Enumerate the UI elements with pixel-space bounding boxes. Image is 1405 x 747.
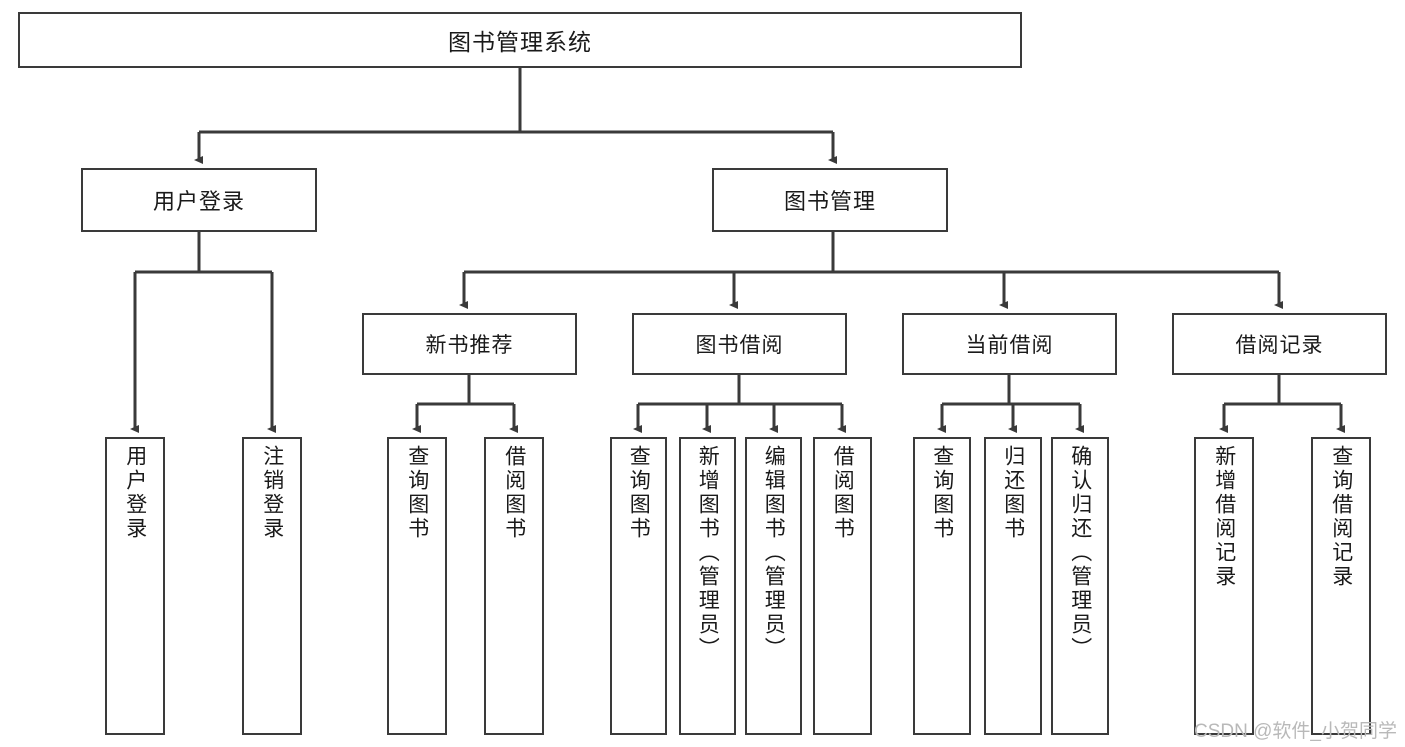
leaf-edit-book-admin[interactable]: 编辑图书（管理员）: [745, 437, 802, 735]
leaf-borrow-book-newbook[interactable]: 借阅图书: [484, 437, 544, 735]
leaf-user-login[interactable]: 用户登录: [105, 437, 165, 735]
leaf-lend-book[interactable]: 借阅图书: [813, 437, 872, 735]
node-root-label: 图书管理系统: [448, 29, 592, 55]
leaf-add-borrow-record[interactable]: 新增借阅记录: [1194, 437, 1254, 735]
node-user-login-label: 用户登录: [152, 189, 245, 214]
leaf-query-book-current-label: 查询图书: [930, 445, 954, 541]
watermark-text: CSDN @软件_小贺同学: [1194, 721, 1397, 742]
leaf-user-login-label: 用户登录: [123, 445, 147, 541]
node-user-login[interactable]: 用户登录: [81, 168, 317, 232]
node-current-borrow-label: 当前借阅: [965, 334, 1054, 357]
leaf-query-book-borrow-label: 查询图书: [627, 445, 651, 541]
leaf-add-borrow-record-label: 新增借阅记录: [1212, 445, 1236, 589]
node-current-borrow[interactable]: 当前借阅: [902, 313, 1117, 375]
node-new-book-recommend[interactable]: 新书推荐: [362, 313, 577, 375]
node-borrow-records-label: 借阅记录: [1235, 334, 1324, 357]
leaf-lend-book-label: 借阅图书: [831, 445, 855, 541]
leaf-edit-book-admin-label: 编辑图书（管理员）: [762, 445, 786, 661]
leaf-confirm-return-admin-label: 确认归还（管理员）: [1068, 445, 1092, 661]
node-book-borrow-label: 图书借阅: [695, 334, 784, 357]
leaf-return-book-label: 归还图书: [1001, 445, 1025, 541]
leaf-query-book-newbook-label: 查询图书: [405, 445, 429, 541]
leaf-add-book-admin-label: 新增图书（管理员）: [696, 445, 720, 661]
leaf-query-book-newbook[interactable]: 查询图书: [387, 437, 447, 735]
node-root[interactable]: 图书管理系统: [18, 12, 1022, 68]
leaf-query-borrow-record-label: 查询借阅记录: [1329, 445, 1353, 589]
leaf-logout-label: 注销登录: [260, 445, 284, 541]
leaf-query-book-borrow[interactable]: 查询图书: [610, 437, 667, 735]
leaf-query-book-current[interactable]: 查询图书: [913, 437, 971, 735]
leaf-add-book-admin[interactable]: 新增图书（管理员）: [679, 437, 736, 735]
node-new-book-recommend-label: 新书推荐: [425, 334, 514, 357]
node-book-management[interactable]: 图书管理: [712, 168, 948, 232]
leaf-confirm-return-admin[interactable]: 确认归还（管理员）: [1051, 437, 1109, 735]
leaf-logout[interactable]: 注销登录: [242, 437, 302, 735]
leaf-query-borrow-record[interactable]: 查询借阅记录: [1311, 437, 1371, 735]
leaf-return-book[interactable]: 归还图书: [984, 437, 1042, 735]
node-book-borrow[interactable]: 图书借阅: [632, 313, 847, 375]
node-borrow-records[interactable]: 借阅记录: [1172, 313, 1387, 375]
node-book-management-label: 图书管理: [783, 189, 876, 214]
leaf-borrow-book-newbook-label: 借阅图书: [502, 445, 526, 541]
